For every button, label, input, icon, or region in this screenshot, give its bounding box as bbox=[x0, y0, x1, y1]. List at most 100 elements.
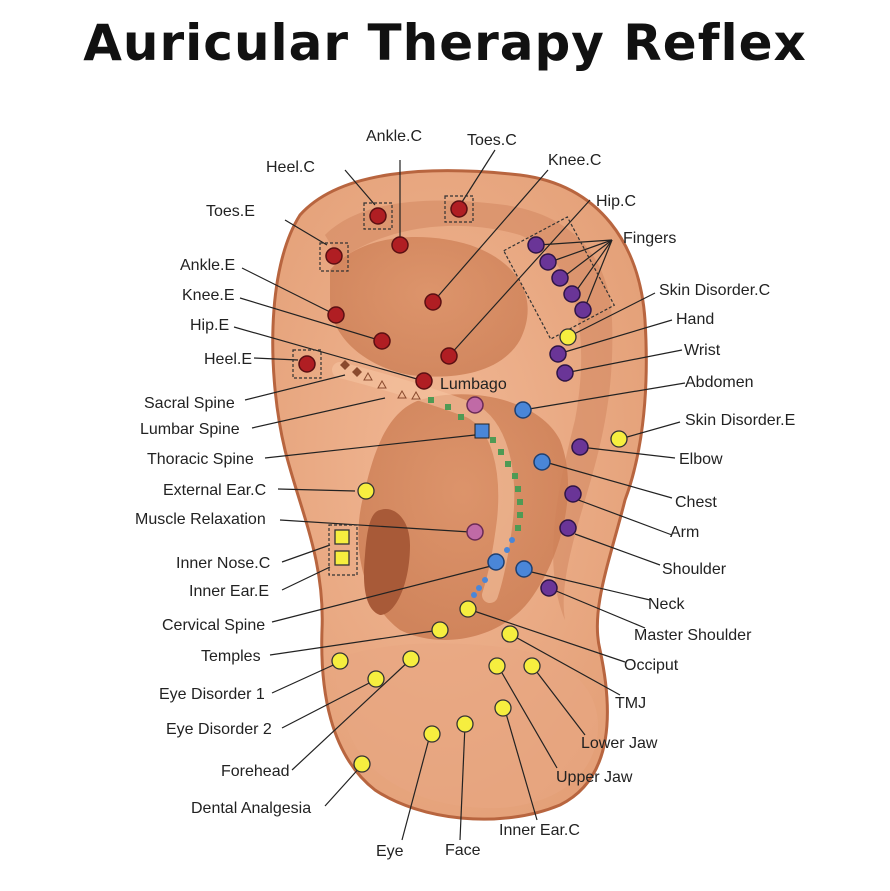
point-ankle-c bbox=[391, 236, 409, 254]
label-toes-c: Toes.C bbox=[467, 132, 517, 149]
label-lumbago: Lumbago bbox=[440, 376, 507, 393]
label-forehead: Forehead bbox=[221, 763, 290, 780]
point-eye-disorder-2 bbox=[367, 670, 385, 688]
label-thoracic-spine: Thoracic Spine bbox=[147, 451, 254, 468]
label-ankle-e: Ankle.E bbox=[180, 257, 235, 274]
point-muscle-relaxation bbox=[466, 523, 484, 541]
label-occiput: Occiput bbox=[624, 657, 679, 674]
label-elbow: Elbow bbox=[679, 451, 723, 468]
label-skin-disorder-e: Skin Disorder.E bbox=[685, 412, 795, 429]
point-fingers-2 bbox=[539, 253, 557, 271]
point-upper-jaw bbox=[488, 657, 506, 675]
label-dental-analgesia: Dental Analgesia bbox=[191, 800, 311, 817]
blue-points bbox=[487, 401, 551, 578]
label-eye-disorder-1: Eye Disorder 1 bbox=[159, 686, 265, 703]
point-shoulder bbox=[559, 519, 577, 537]
label-cervical-spine: Cervical Spine bbox=[162, 617, 265, 634]
point-forehead bbox=[402, 650, 420, 668]
point-fingers-3 bbox=[551, 269, 569, 287]
point-hand bbox=[549, 345, 567, 363]
point-dental-analgesia bbox=[353, 755, 371, 773]
dashed-boxes bbox=[292, 195, 616, 576]
point-fingers-4 bbox=[563, 285, 581, 303]
label-lumbar-spine: Lumbar Spine bbox=[140, 421, 240, 438]
diagram-title: Auricular Therapy Reflex bbox=[83, 14, 807, 72]
label-skin-disorder-c: Skin Disorder.C bbox=[659, 282, 770, 299]
label-hip-e: Hip.E bbox=[190, 317, 229, 334]
point-elbow bbox=[571, 438, 589, 456]
point-temples bbox=[431, 621, 449, 639]
point-cervical bbox=[487, 553, 505, 571]
point-hip-e bbox=[415, 372, 433, 390]
point-eye-disorder-1 bbox=[331, 652, 349, 670]
point-arm bbox=[564, 485, 582, 503]
point-fingers-1 bbox=[527, 236, 545, 254]
label-toes-e: Toes.E bbox=[206, 203, 255, 220]
point-face bbox=[456, 715, 474, 733]
point-heel-e bbox=[298, 355, 316, 373]
label-inner-ear-c: Inner Ear.C bbox=[499, 822, 580, 839]
label-chest: Chest bbox=[675, 494, 717, 511]
label-shoulder: Shoulder bbox=[662, 561, 727, 578]
point-toes-c bbox=[450, 200, 468, 218]
label-upper-jaw: Upper Jaw bbox=[556, 769, 633, 786]
point-lower-jaw bbox=[523, 657, 541, 675]
point-heel-c bbox=[369, 207, 387, 225]
label-hip-c: Hip.C bbox=[596, 193, 636, 210]
point-external-ear-c bbox=[357, 482, 375, 500]
label-inner-nose-c: Inner Nose.C bbox=[176, 555, 270, 572]
point-fingers-5 bbox=[574, 301, 592, 319]
point-skin-disorder-e bbox=[610, 430, 628, 448]
label-sacral-spine: Sacral Spine bbox=[144, 395, 235, 412]
label-neck: Neck bbox=[648, 596, 685, 613]
label-abdomen: Abdomen bbox=[685, 374, 754, 391]
concha bbox=[358, 394, 569, 640]
point-toes-e bbox=[325, 247, 343, 265]
point-abdomen bbox=[514, 401, 532, 419]
point-hip-c bbox=[440, 347, 458, 365]
point-wrist bbox=[556, 364, 574, 382]
leader-lines bbox=[233, 149, 686, 841]
spine-markers bbox=[340, 360, 523, 598]
ear-canal bbox=[363, 509, 410, 615]
point-ankle-e bbox=[327, 306, 345, 324]
label-master-shoulder: Master Shoulder bbox=[634, 627, 752, 644]
yellow-points bbox=[331, 328, 628, 773]
label-muscle-relaxation: Muscle Relaxation bbox=[135, 511, 266, 528]
point-neck bbox=[540, 579, 558, 597]
label-fingers: Fingers bbox=[623, 230, 676, 247]
label-eye: Eye bbox=[376, 843, 404, 860]
label-hand: Hand bbox=[676, 311, 714, 328]
helix-fold bbox=[325, 200, 613, 621]
label-external-ear-c: External Ear.C bbox=[163, 482, 266, 499]
label-lower-jaw: Lower Jaw bbox=[581, 735, 658, 752]
label-tmj: TMJ bbox=[615, 695, 646, 712]
purple-points bbox=[527, 236, 592, 597]
point-tmj bbox=[501, 625, 519, 643]
label-ankle-c: Ankle.C bbox=[366, 128, 422, 145]
label-heel-c: Heel.C bbox=[266, 159, 315, 176]
label-wrist: Wrist bbox=[684, 342, 721, 359]
label-arm: Arm bbox=[670, 524, 699, 541]
point-eye bbox=[423, 725, 441, 743]
red-points bbox=[298, 200, 468, 390]
label-knee-e: Knee.E bbox=[182, 287, 234, 304]
labels: Ankle.C Toes.C Heel.C Knee.C Hip.C Toes.… bbox=[135, 128, 795, 860]
point-master-shoulder bbox=[515, 560, 533, 578]
point-knee-e bbox=[373, 332, 391, 350]
point-inner-ear-c bbox=[494, 699, 512, 717]
point-inner-ear-e bbox=[334, 550, 350, 566]
label-knee-c: Knee.C bbox=[548, 152, 601, 169]
point-skin-disorder-c bbox=[559, 328, 577, 346]
point-occiput bbox=[459, 600, 477, 618]
point-inner-nose-c bbox=[334, 529, 350, 545]
pink-points bbox=[466, 396, 484, 541]
label-heel-e: Heel.E bbox=[204, 351, 252, 368]
label-temples: Temples bbox=[201, 648, 261, 665]
label-face: Face bbox=[445, 842, 481, 859]
point-chest bbox=[533, 453, 551, 471]
point-knee-c bbox=[424, 293, 442, 311]
label-inner-ear-e: Inner Ear.E bbox=[189, 583, 269, 600]
